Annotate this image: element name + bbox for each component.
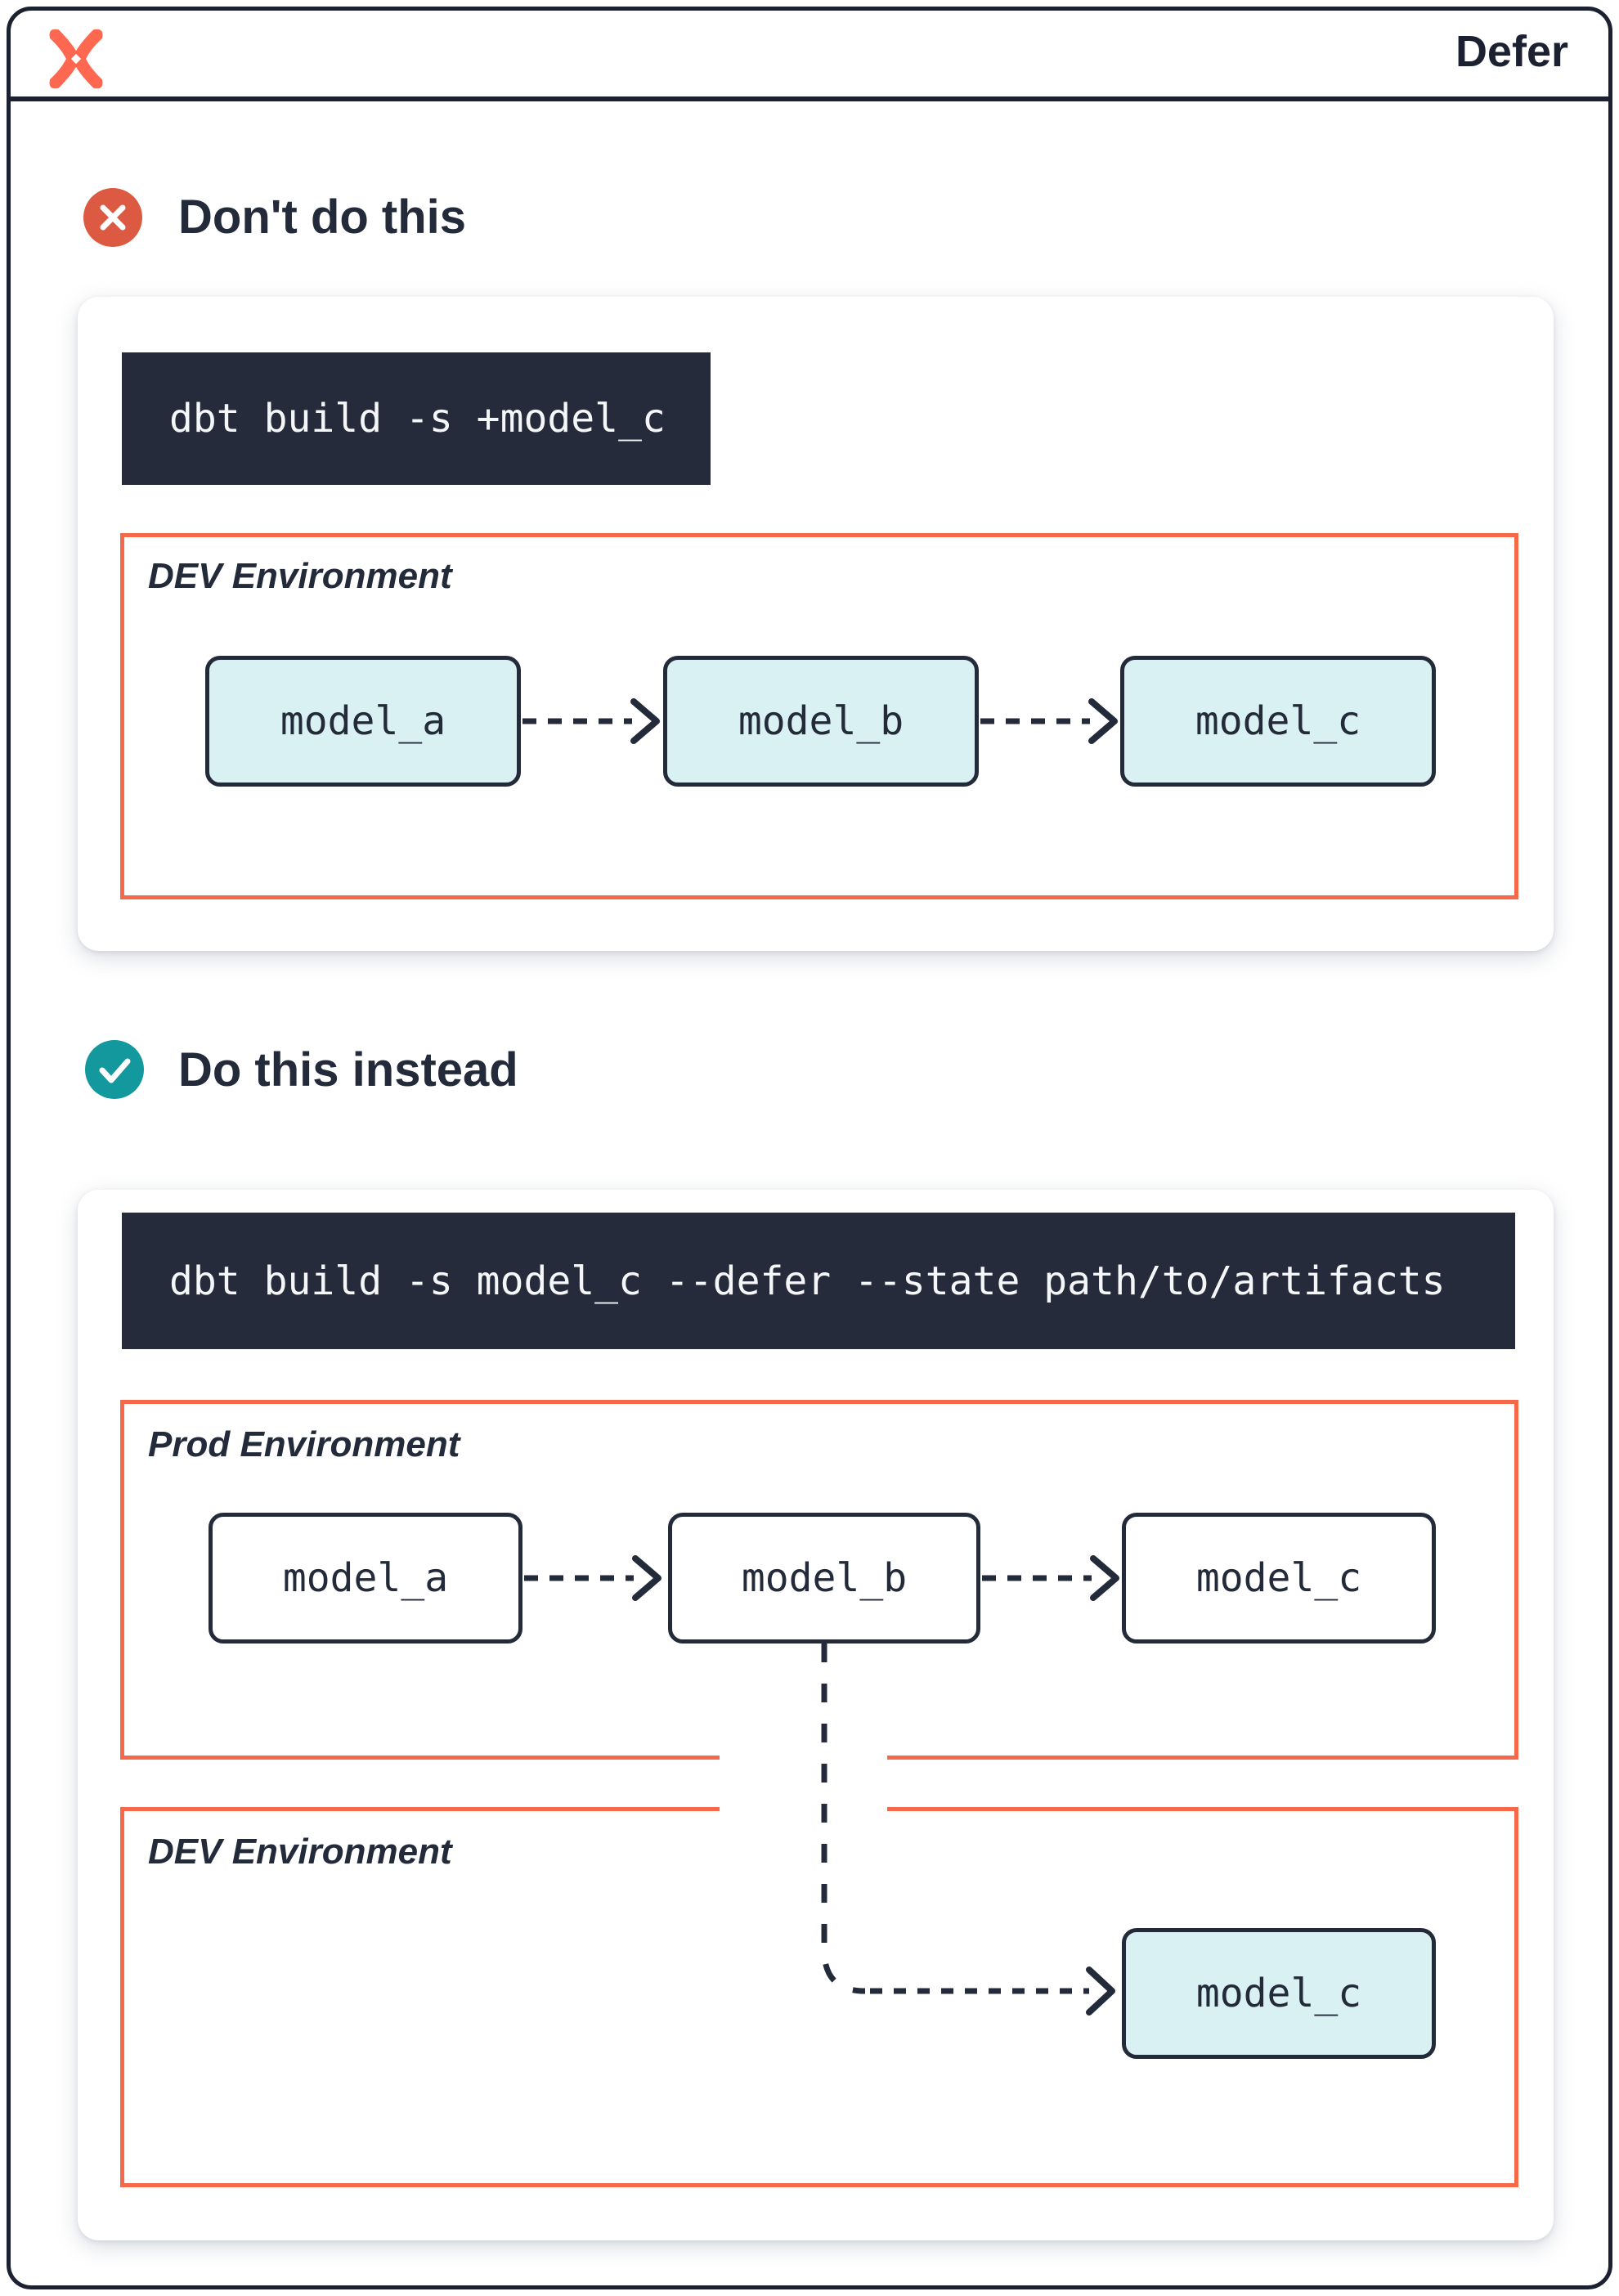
model-node-label: model_b — [738, 698, 904, 744]
env-label-dev-1: DEV Environment — [148, 556, 452, 596]
model-node-label: model_a — [282, 1555, 449, 1601]
model-node-a: model_a — [205, 656, 521, 787]
model-node-b-prod: model_b — [668, 1513, 980, 1644]
model-node-label: model_c — [1195, 1971, 1362, 2016]
x-circle-icon — [83, 188, 142, 247]
model-node-label: model_c — [1195, 698, 1361, 744]
dont-section-heading: Don't do this — [178, 191, 467, 244]
window-title: Defer — [1455, 27, 1568, 76]
defer-connector-arrow-icon — [769, 1639, 1153, 2024]
do-command-snippet: dbt build -s model_c --defer --state pat… — [122, 1213, 1515, 1349]
do-section-heading: Do this instead — [178, 1043, 518, 1096]
check-circle-icon — [85, 1040, 144, 1099]
model-node-a-prod: model_a — [209, 1513, 522, 1644]
model-node-b: model_b — [663, 656, 979, 787]
model-node-label: model_a — [280, 698, 446, 744]
dependency-arrow-icon — [979, 695, 1121, 747]
model-node-c-dev: model_c — [1122, 1928, 1436, 2059]
env-label-prod: Prod Environment — [148, 1424, 460, 1464]
command-text: dbt build -s +model_c — [169, 396, 666, 442]
model-node-c: model_c — [1120, 656, 1436, 787]
do-card — [78, 1190, 1554, 2240]
dev-border-gap — [720, 1804, 887, 1815]
env-label-dev-2: DEV Environment — [148, 1832, 452, 1872]
command-text: dbt build -s model_c --defer --state pat… — [169, 1258, 1446, 1304]
dependency-arrow-icon — [521, 695, 663, 747]
env-box-dev-1 — [120, 533, 1518, 899]
dont-command-snippet: dbt build -s +model_c — [122, 352, 711, 485]
dependency-arrow-icon — [980, 1552, 1123, 1604]
dependency-arrow-icon — [522, 1552, 665, 1604]
prod-border-gap — [720, 1752, 887, 1765]
header-divider — [11, 96, 1608, 101]
model-node-label: model_c — [1195, 1555, 1362, 1601]
model-node-c-prod: model_c — [1122, 1513, 1436, 1644]
dbt-logo-icon — [45, 25, 107, 93]
model-node-label: model_b — [741, 1555, 908, 1601]
